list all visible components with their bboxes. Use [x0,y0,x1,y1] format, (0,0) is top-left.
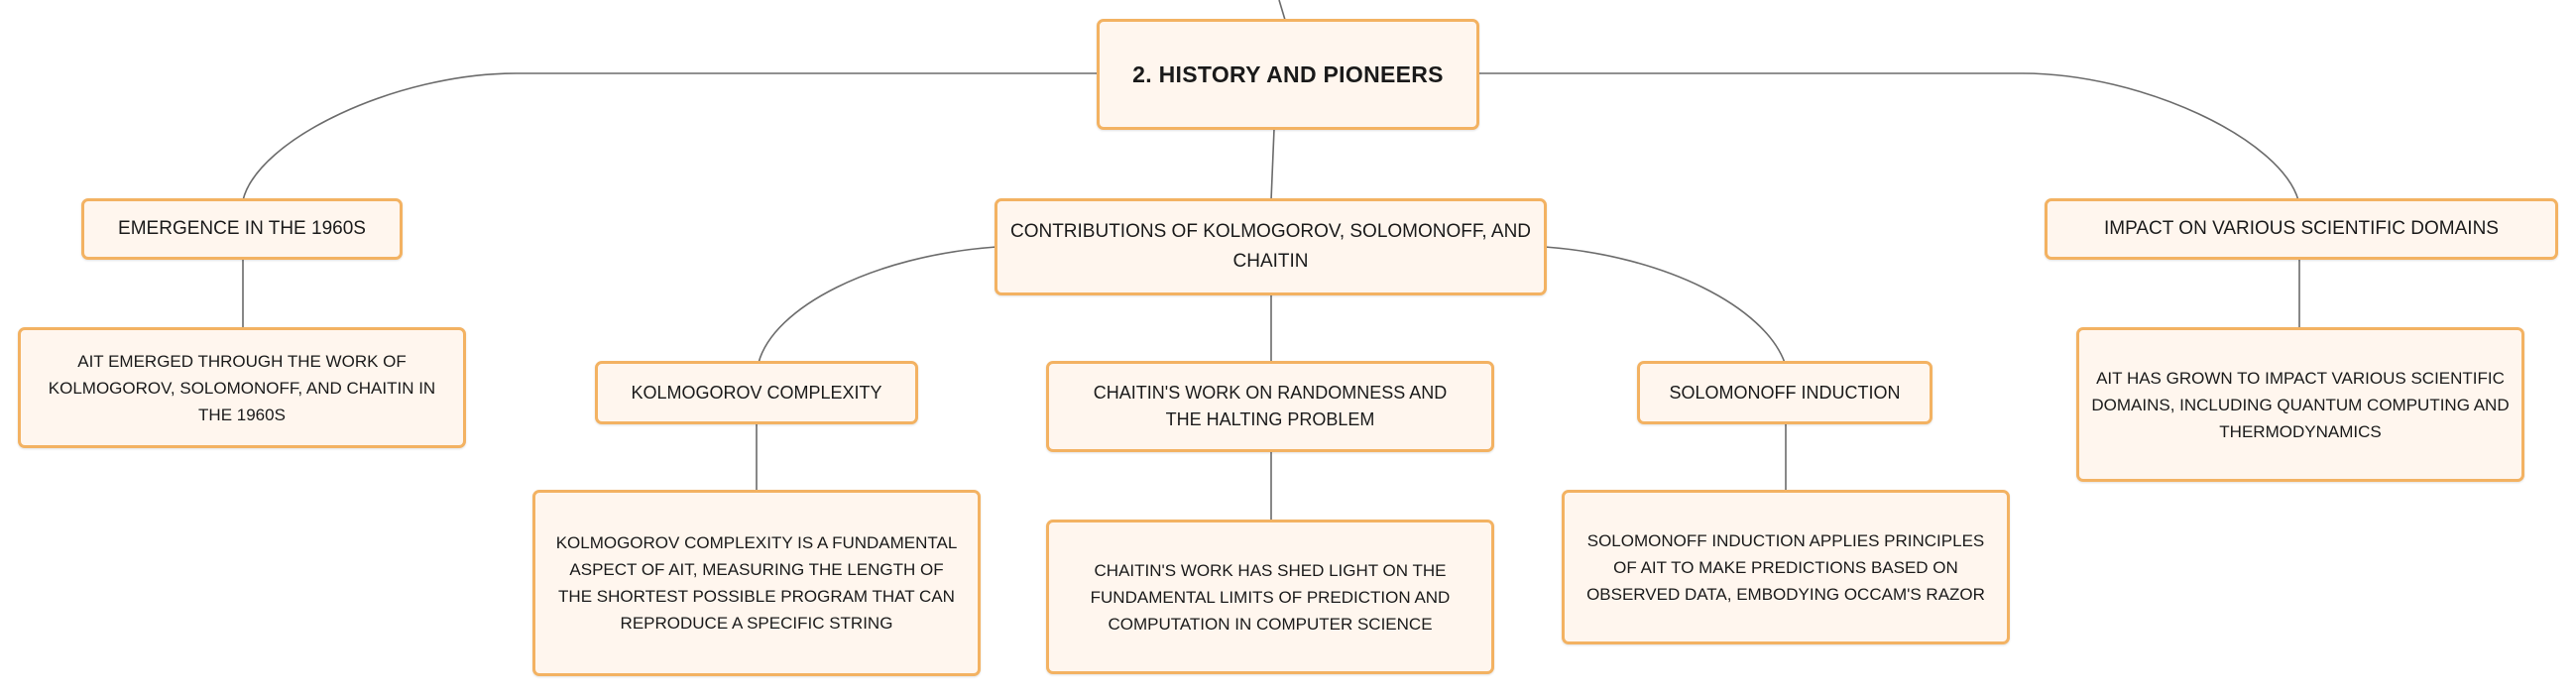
emergence-node[interactable]: EMERGENCE IN THE 1960S [81,198,403,260]
emergence-detail-text: AIT EMERGED THROUGH THE WORK OF KOLMOGOR… [48,351,436,424]
connector-to-parent [1278,0,1286,21]
kolmogorov-detail-node[interactable]: KOLMOGOROV COMPLEXITY IS A FUNDAMENTAL A… [532,490,981,676]
emergence-detail-node[interactable]: AIT EMERGED THROUGH THE WORK OF KOLMOGOR… [18,327,466,448]
solomonoff-detail-text: SOLOMONOFF INDUCTION APPLIES PRINCIPLES … [1586,530,1985,604]
contributions-node[interactable]: CONTRIBUTIONS OF KOLMOGOROV, SOLOMONOFF,… [995,198,1547,295]
impact-node[interactable]: IMPACT ON VARIOUS SCIENTIFIC DOMAINS [2045,198,2558,260]
emergence-label: EMERGENCE IN THE 1960S [118,218,366,239]
chaitin-detail-text: CHAITIN'S WORK HAS SHED LIGHT ON THE FUN… [1090,560,1451,634]
chaitin-work-label: CHAITIN'S WORK ON RANDOMNESS AND THE HAL… [1093,383,1448,429]
impact-detail-node[interactable]: AIT HAS GROWN TO IMPACT VARIOUS SCIENTIF… [2076,327,2524,482]
root-node[interactable]: 2. HISTORY AND PIONEERS [1097,19,1479,130]
solomonoff-induction-label: SOLOMONOFF INDUCTION [1669,382,1901,403]
connector-root-to-contributions [1270,128,1275,201]
connector-contributions-to-kolmogorov [758,246,997,364]
connector-contributions-to-solomonoff [1544,246,1786,364]
connector-root-to-impact [1477,72,2299,201]
chaitin-work-node[interactable]: CHAITIN'S WORK ON RANDOMNESS AND THE HAL… [1046,361,1494,452]
solomonoff-induction-node[interactable]: SOLOMONOFF INDUCTION [1637,361,1932,424]
chaitin-detail-node[interactable]: CHAITIN'S WORK HAS SHED LIGHT ON THE FUN… [1046,520,1494,674]
impact-label: IMPACT ON VARIOUS SCIENTIFIC DOMAINS [2104,218,2499,239]
kolmogorov-detail-text: KOLMOGOROV COMPLEXITY IS A FUNDAMENTAL A… [555,533,958,633]
contributions-label: CONTRIBUTIONS OF KOLMOGOROV, SOLOMONOFF,… [1009,221,1532,272]
kolmogorov-complexity-label: KOLMOGOROV COMPLEXITY [631,382,882,403]
kolmogorov-complexity-node[interactable]: KOLMOGOROV COMPLEXITY [595,361,918,424]
connector-root-to-emergence [242,72,1099,201]
solomonoff-detail-node[interactable]: SOLOMONOFF INDUCTION APPLIES PRINCIPLES … [1562,490,2010,644]
root-label: 2. HISTORY AND PIONEERS [1132,60,1444,87]
impact-detail-text: AIT HAS GROWN TO IMPACT VARIOUS SCIENTIF… [2091,368,2510,441]
